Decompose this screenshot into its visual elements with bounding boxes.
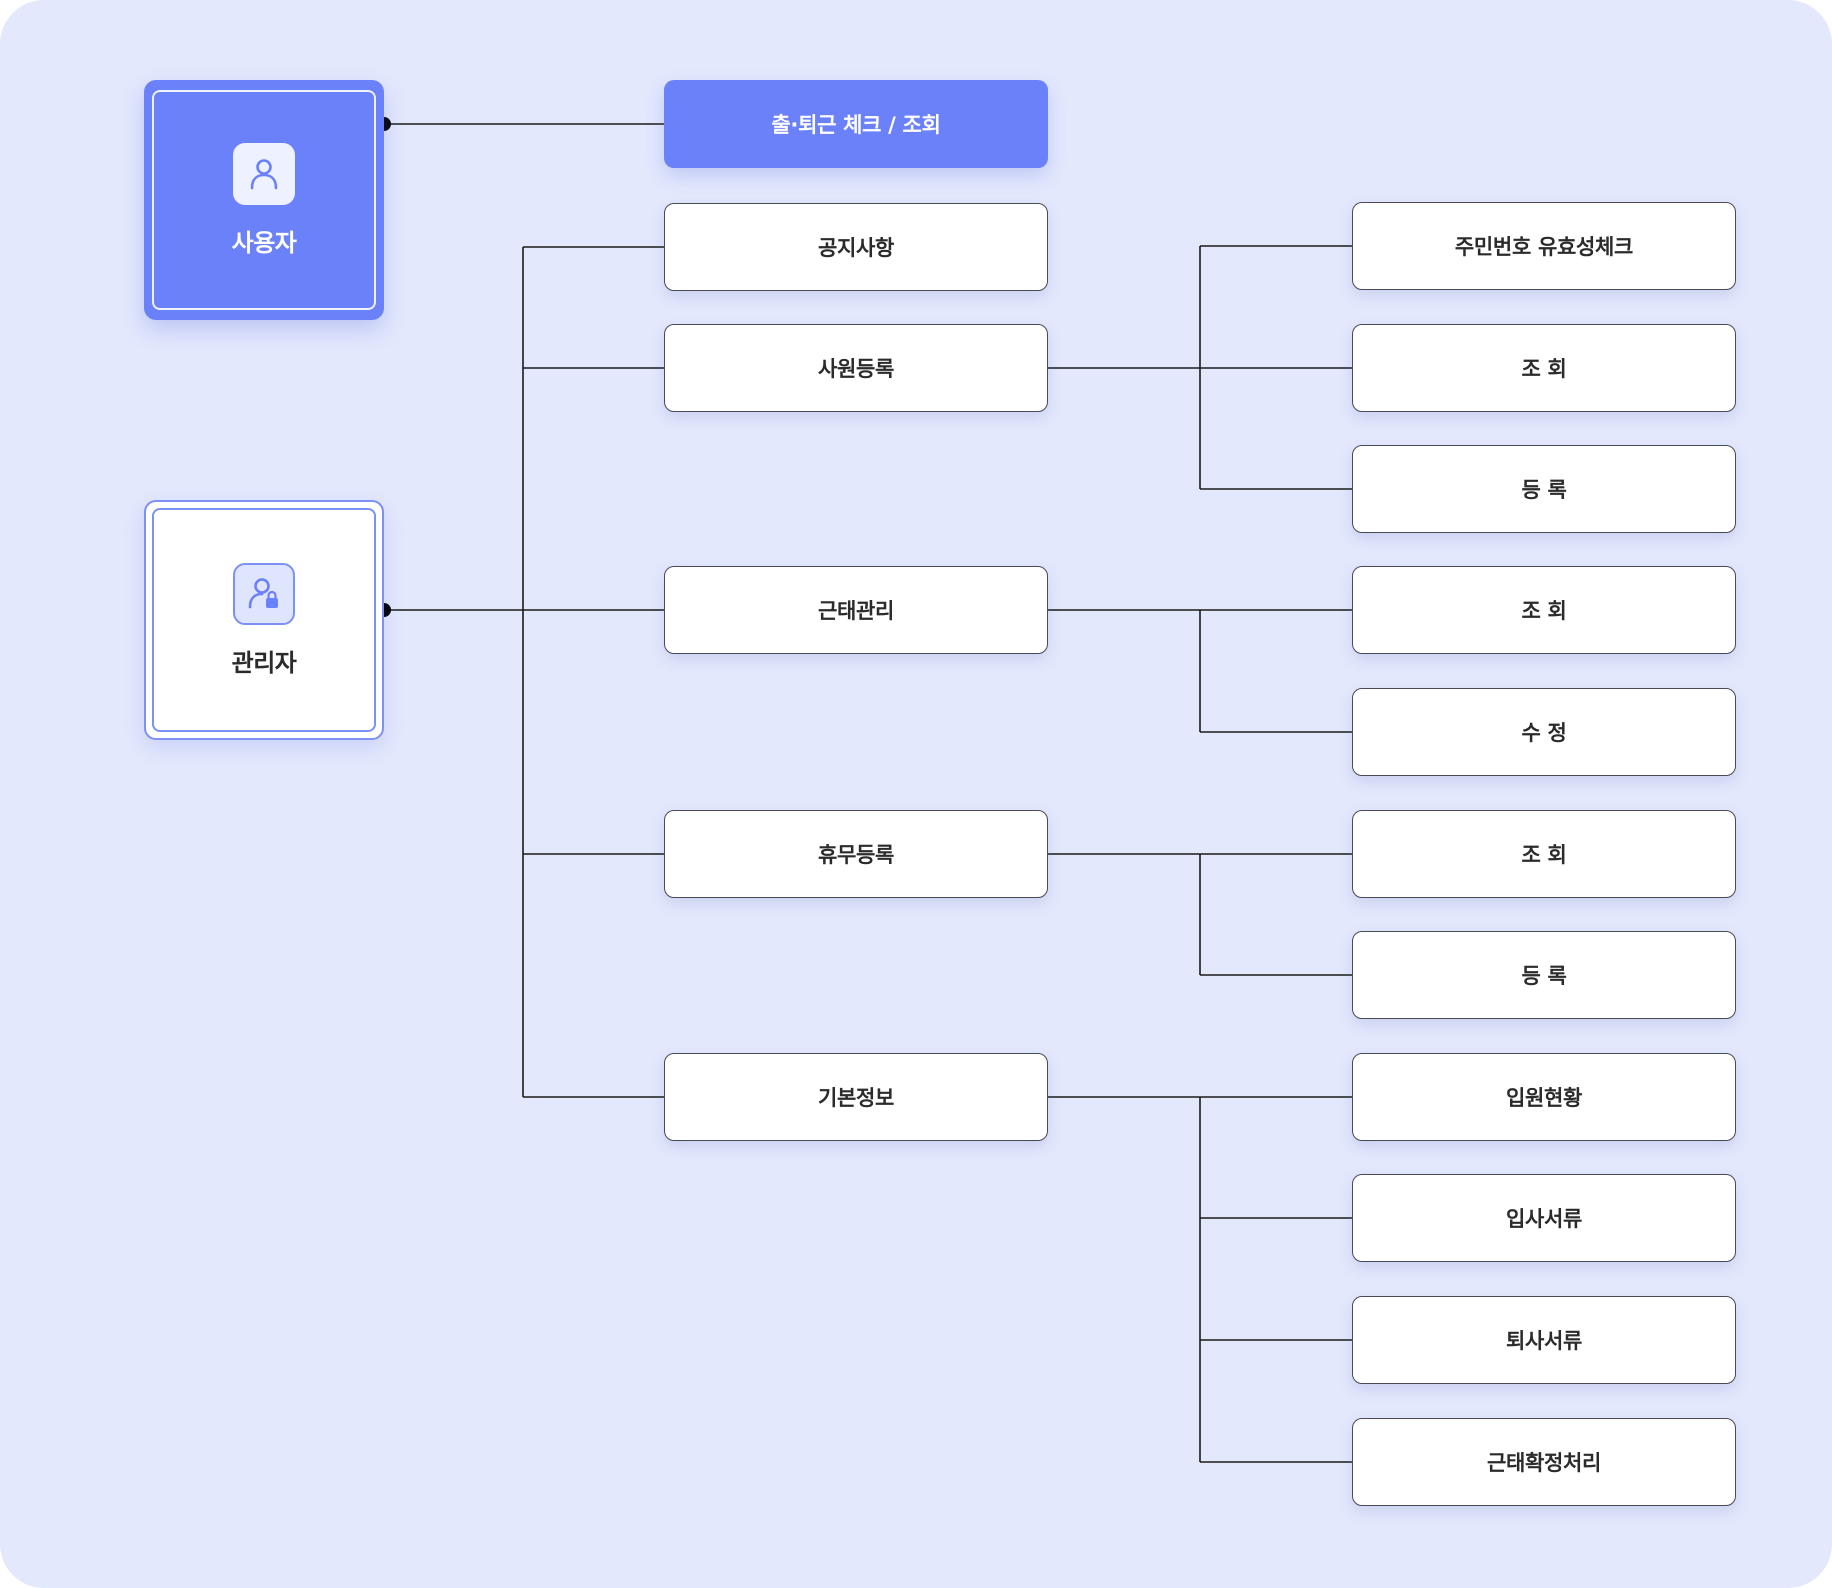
- employee-id-validation[interactable]: 주민번호 유효성체크: [1352, 202, 1736, 290]
- user-icon: [233, 142, 295, 205]
- user-role-inner: 사용자: [152, 90, 376, 310]
- menu-employee-registration[interactable]: 사원등록: [664, 324, 1048, 412]
- basic-hiring-documents[interactable]: 입사서류: [1352, 1174, 1736, 1262]
- employee-view[interactable]: 조 회: [1352, 324, 1736, 412]
- user-role-label: 사용자: [231, 228, 297, 257]
- employee-register[interactable]: 등 록: [1352, 445, 1736, 533]
- menu-notice[interactable]: 공지사항: [664, 203, 1048, 291]
- admin-role-inner: 관리자: [152, 508, 376, 732]
- menu-commute-check[interactable]: 출·퇴근 체크 / 조회: [664, 80, 1048, 168]
- holiday-register[interactable]: 등 록: [1352, 931, 1736, 1019]
- attendance-view[interactable]: 조 회: [1352, 566, 1736, 654]
- admin-lock-icon: [233, 562, 295, 625]
- admin-role-label: 관리자: [231, 648, 297, 677]
- menu-holiday-registration[interactable]: 휴무등록: [664, 810, 1048, 898]
- admin-role-card[interactable]: 관리자: [144, 500, 384, 740]
- menu-attendance-management[interactable]: 근태관리: [664, 566, 1048, 654]
- user-role-card[interactable]: 사용자: [144, 80, 384, 320]
- attendance-edit[interactable]: 수 정: [1352, 688, 1736, 776]
- basic-resignation-documents[interactable]: 퇴사서류: [1352, 1296, 1736, 1384]
- holiday-view[interactable]: 조 회: [1352, 810, 1736, 898]
- basic-admission-status[interactable]: 입원현황: [1352, 1053, 1736, 1141]
- menu-basic-info[interactable]: 기본정보: [664, 1053, 1048, 1141]
- basic-attendance-confirmation[interactable]: 근태확정처리: [1352, 1418, 1736, 1506]
